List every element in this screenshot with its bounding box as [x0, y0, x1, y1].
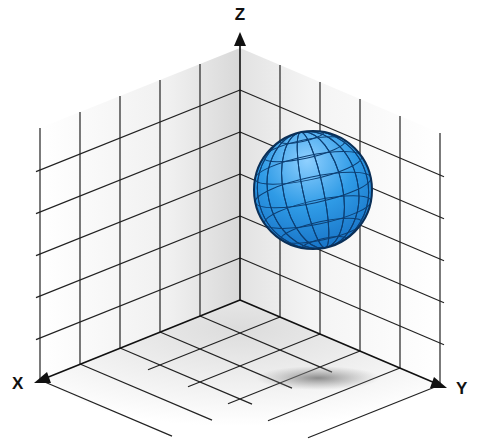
axis-label: Y: [456, 380, 467, 397]
y-axis: [240, 300, 435, 383]
xz-grid-line: [36, 174, 240, 256]
sphere-meridian: [257, 123, 370, 257]
sphere: [247, 121, 380, 259]
yz-grid-line: [240, 258, 444, 345]
z-axis: [239, 44, 241, 300]
sphere-meridian: [247, 121, 380, 259]
floor-grid-line: [148, 317, 280, 370]
xz-grid-line: [36, 90, 240, 172]
floor-grid-line: [120, 348, 252, 404]
x-axis: [46, 300, 240, 378]
xz-grid-line: [36, 258, 240, 340]
sphere-meridian: [291, 130, 335, 250]
sphere-meridian: [291, 130, 335, 250]
sphere-meridian: [247, 121, 380, 259]
floor-grid-line: [308, 385, 440, 438]
floor-grid-line: [200, 316, 332, 372]
axis-label: Z: [235, 6, 245, 23]
sphere-grid: [247, 121, 380, 259]
sphere-parallel: [253, 165, 374, 215]
sphere-shadow: [256, 366, 380, 390]
sphere-meridian: [257, 123, 370, 257]
y-arrowhead: [430, 377, 447, 388]
axes: [34, 32, 447, 388]
xz-grid-line: [36, 216, 240, 298]
x-arrowhead: [34, 372, 51, 383]
sphere-outline: [254, 131, 372, 249]
floor-grid-line: [40, 380, 172, 436]
floor: [40, 300, 440, 440]
z-arrowhead: [234, 32, 246, 46]
sphere-parallel: [279, 213, 364, 248]
floor-grid-line: [80, 364, 212, 420]
sphere-body: [254, 131, 372, 249]
axis-label: X: [12, 375, 23, 392]
sphere-parallel: [262, 132, 347, 167]
xz-grid-line: [36, 132, 240, 214]
